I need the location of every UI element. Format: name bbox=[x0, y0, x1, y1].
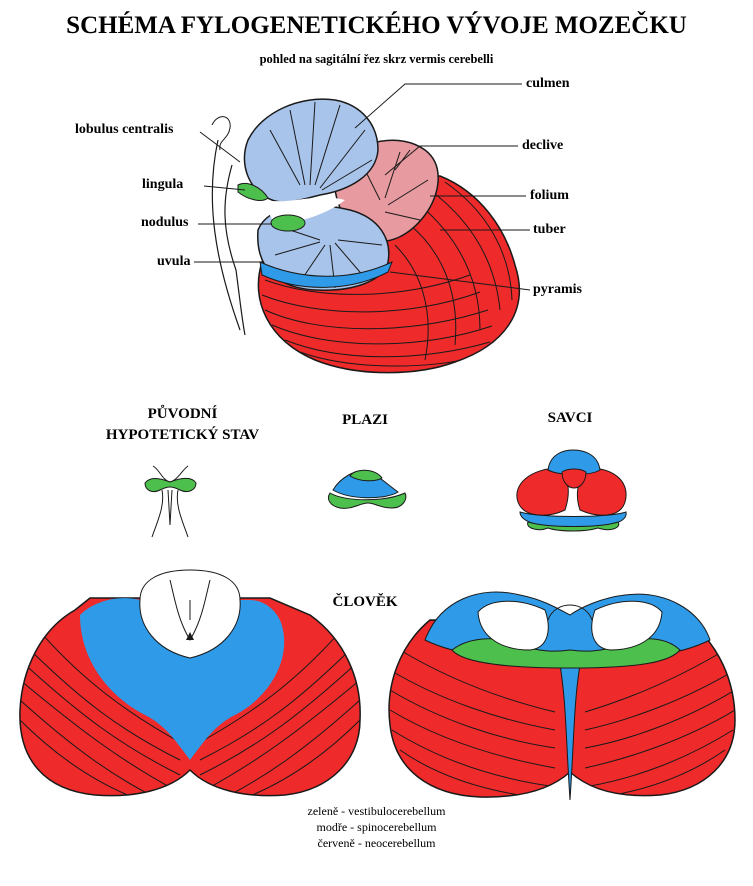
human-superior-view bbox=[19, 569, 361, 797]
human-right-brainstem-right bbox=[591, 600, 663, 651]
human-left-folia bbox=[19, 619, 361, 796]
legend-red: červeně - neocerebellum bbox=[317, 836, 436, 850]
legend-blue: modře - spinocerebellum bbox=[316, 820, 437, 834]
label-folium: folium bbox=[530, 188, 569, 203]
mammal-red-middle bbox=[561, 468, 587, 489]
human-right-vermis bbox=[559, 664, 581, 801]
human-inferior-view bbox=[388, 591, 736, 801]
stage-original-diagram bbox=[144, 465, 197, 538]
page-subtitle: pohled na sagitální řez skrz vermis cere… bbox=[259, 52, 494, 66]
stage-original-line2: HYPOTETICKÝ STAV bbox=[105, 427, 260, 443]
label-pyramis: pyramis bbox=[533, 282, 582, 297]
pyramis-band bbox=[259, 261, 393, 288]
stage-reptiles-diagram bbox=[327, 469, 407, 509]
stage-human-label: ČLOVĚK bbox=[332, 594, 398, 610]
label-uvula: uvula bbox=[157, 254, 191, 269]
legend-green: zeleně - vestibulocerebellum bbox=[307, 804, 446, 818]
sagittal-section-diagram bbox=[194, 83, 531, 374]
stage-reptiles-label: PLAZI bbox=[342, 412, 388, 428]
lobulus-centralis-curl bbox=[211, 116, 231, 151]
mammal-red-right bbox=[576, 467, 627, 516]
human-right-brainstem-left bbox=[477, 600, 549, 651]
label-culmen: culmen bbox=[526, 76, 570, 91]
velum-line bbox=[224, 164, 246, 336]
page-title: SCHÉMA FYLOGENETICKÉHO VÝVOJE MOZEČKU bbox=[66, 12, 687, 39]
original-green-band bbox=[144, 477, 197, 493]
brainstem-line bbox=[211, 139, 241, 331]
lingula-region bbox=[237, 183, 269, 201]
mammal-green-band bbox=[527, 521, 620, 532]
mammal-red-left bbox=[516, 467, 569, 516]
label-tuber: tuber bbox=[533, 222, 566, 237]
stage-original-label: PŮVODNÍ HYPOTETICKÝ STAV bbox=[60, 404, 305, 446]
label-nodulus: nodulus bbox=[141, 215, 189, 230]
leader-lines bbox=[194, 83, 531, 291]
label-lobulus-centralis: lobulus centralis bbox=[75, 122, 174, 137]
nodulus-region bbox=[270, 214, 306, 232]
human-left-blue bbox=[80, 598, 285, 760]
stage-mammals-diagram bbox=[516, 449, 627, 532]
label-declive: declive bbox=[522, 138, 564, 153]
label-lingula: lingula bbox=[142, 177, 184, 192]
stage-original-line1: PŮVODNÍ bbox=[147, 406, 218, 422]
reptile-green-band bbox=[327, 469, 407, 509]
reptile-blue-region bbox=[332, 470, 399, 499]
stage-mammals-label: SAVCI bbox=[547, 410, 593, 426]
